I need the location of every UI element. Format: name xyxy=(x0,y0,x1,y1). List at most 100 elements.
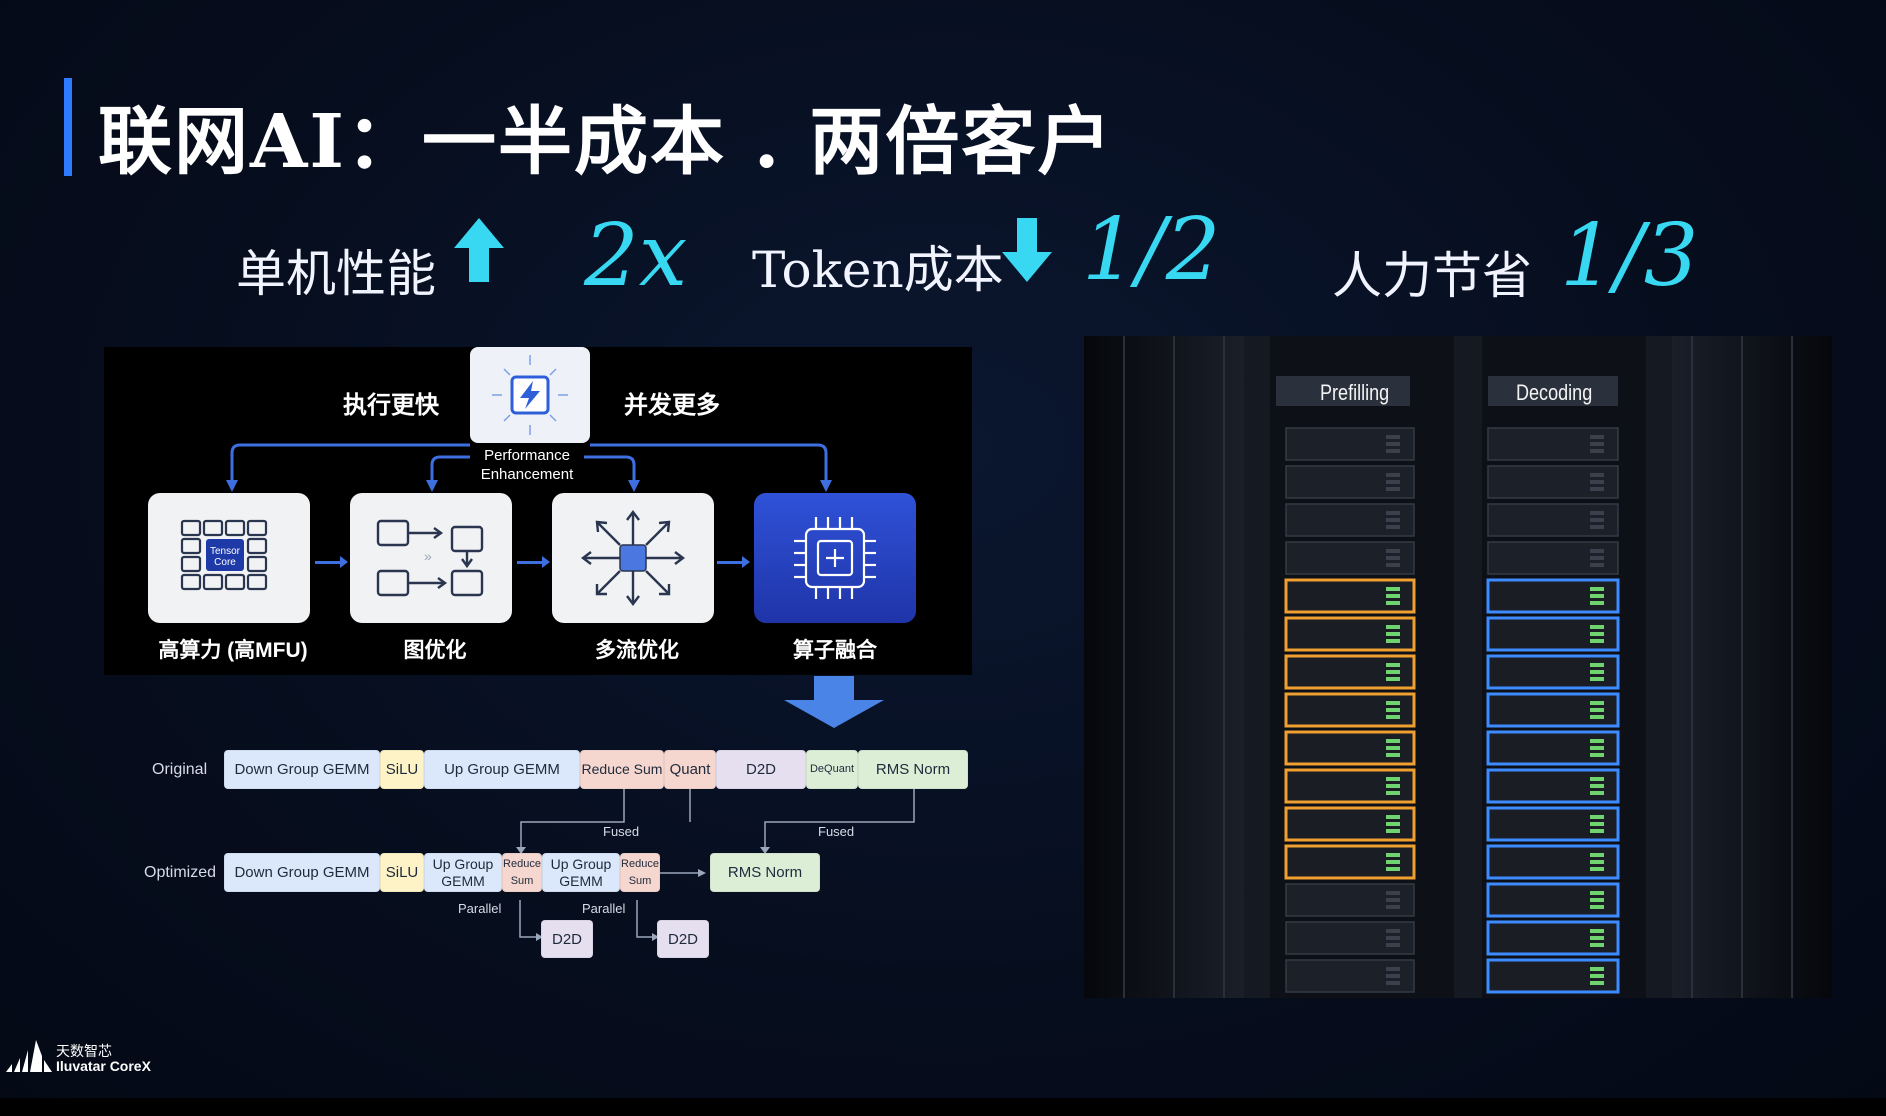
server-led xyxy=(1386,708,1400,712)
tensor-label-line2: Core xyxy=(214,557,236,568)
server-led xyxy=(1590,929,1604,933)
server-led xyxy=(1386,929,1400,933)
server-led xyxy=(1590,822,1604,826)
server-unit xyxy=(1486,844,1620,880)
graph-optimization-icon: » xyxy=(376,519,484,597)
server-led xyxy=(1386,549,1400,553)
server-led xyxy=(1590,784,1604,788)
server-led xyxy=(1590,898,1604,902)
server-led xyxy=(1386,556,1400,560)
parallel-note-1: Parallel xyxy=(458,901,502,916)
server-led xyxy=(1590,511,1604,515)
server-led xyxy=(1386,974,1400,978)
server-led xyxy=(1590,777,1604,781)
performance-chip-box xyxy=(470,347,590,443)
card-operator-fusion xyxy=(754,493,916,623)
card-high-compute: Tensor Core xyxy=(148,493,310,623)
optimized-row-label: Optimized xyxy=(144,864,217,881)
original-block-4: Reduce Sum xyxy=(580,750,664,789)
server-led xyxy=(1590,639,1604,643)
server-unit xyxy=(1284,768,1416,804)
server-led xyxy=(1590,701,1604,705)
server-led xyxy=(1590,715,1604,719)
server-unit xyxy=(1486,578,1620,614)
optimized-block-4: Reduce Sum xyxy=(502,853,542,892)
optimized-block-7: RMS Norm xyxy=(710,853,820,892)
server-led xyxy=(1386,663,1400,667)
server-led xyxy=(1386,860,1400,864)
metric-performance-label: 单机性能 xyxy=(236,245,436,303)
server-rack-image: Prefilling Decoding xyxy=(1084,336,1832,998)
slide-title: 联网AI：一半成本 . 两倍客户 xyxy=(98,99,1114,185)
server-led xyxy=(1386,525,1400,529)
server-led xyxy=(1386,449,1400,453)
server-led xyxy=(1590,739,1604,743)
card-label-operator-fusion: 算子融合 xyxy=(793,639,877,662)
server-led xyxy=(1386,905,1400,909)
server-led xyxy=(1590,525,1604,529)
server-led xyxy=(1590,518,1604,522)
original-block-7: DeQuant xyxy=(806,750,858,789)
optimized-block-1: Down Group GEMM xyxy=(224,853,380,892)
tensor-core-icon xyxy=(180,519,268,591)
server-led xyxy=(1590,943,1604,947)
performance-enhancement-label: Performance Enhancement xyxy=(470,446,584,484)
server-led xyxy=(1386,853,1400,857)
server-led xyxy=(1386,487,1400,491)
performance-label-line2: Enhancement xyxy=(480,466,574,483)
server-led xyxy=(1590,435,1604,439)
server-led xyxy=(1386,511,1400,515)
server-led xyxy=(1386,746,1400,750)
server-led xyxy=(1386,739,1400,743)
server-led xyxy=(1590,860,1604,864)
optimized-block-6: Reduce Sum xyxy=(620,853,660,892)
server-led xyxy=(1386,822,1400,826)
metric-token-label: Token成本 xyxy=(752,241,1004,299)
server-led xyxy=(1386,867,1400,871)
server-unit xyxy=(1285,465,1415,499)
original-block-8: RMS Norm xyxy=(858,750,968,789)
server-unit xyxy=(1486,692,1620,728)
server-led xyxy=(1590,601,1604,605)
server-led xyxy=(1386,587,1400,591)
metric-token-value: 1/2 xyxy=(1082,200,1221,300)
server-led xyxy=(1590,442,1604,446)
optimized-block-3: Up Group GEMM xyxy=(424,853,502,892)
fusion-chip-icon xyxy=(794,517,876,599)
server-unit xyxy=(1285,959,1415,993)
lightning-chip-icon xyxy=(492,355,568,435)
server-led xyxy=(1386,625,1400,629)
server-led xyxy=(1590,556,1604,560)
original-block-1: Down Group GEMM xyxy=(224,750,380,789)
server-led xyxy=(1386,777,1400,781)
server-led xyxy=(1386,639,1400,643)
server-led xyxy=(1386,791,1400,795)
prefilling-rack-label: Prefilling xyxy=(1320,380,1390,405)
card-label-high-compute: 高算力 (高MFU) xyxy=(158,639,308,662)
server-led xyxy=(1590,677,1604,681)
server-led xyxy=(1590,753,1604,757)
server-led xyxy=(1590,480,1604,484)
server-led xyxy=(1386,473,1400,477)
arrow-down-icon xyxy=(1002,218,1052,282)
server-led xyxy=(1590,853,1604,857)
server-led xyxy=(1590,473,1604,477)
logo-english-name: Iluvatar CoreX xyxy=(56,1058,151,1074)
bottom-strip xyxy=(0,1098,1886,1116)
server-led xyxy=(1590,936,1604,940)
server-led xyxy=(1386,829,1400,833)
server-led xyxy=(1590,905,1604,909)
more-concurrency-caption: 并发更多 xyxy=(624,392,720,419)
tensor-label-line1: Tensor xyxy=(209,546,240,557)
server-led xyxy=(1386,632,1400,636)
server-led xyxy=(1590,625,1604,629)
server-led xyxy=(1386,435,1400,439)
metric-performance-value: 2x xyxy=(584,206,688,306)
fused-note-2: Fused xyxy=(818,824,855,839)
card-label-multistream: 多流优化 xyxy=(595,639,679,662)
multistream-icon xyxy=(581,510,685,606)
arrow-up-icon xyxy=(454,218,504,282)
server-led xyxy=(1590,981,1604,985)
